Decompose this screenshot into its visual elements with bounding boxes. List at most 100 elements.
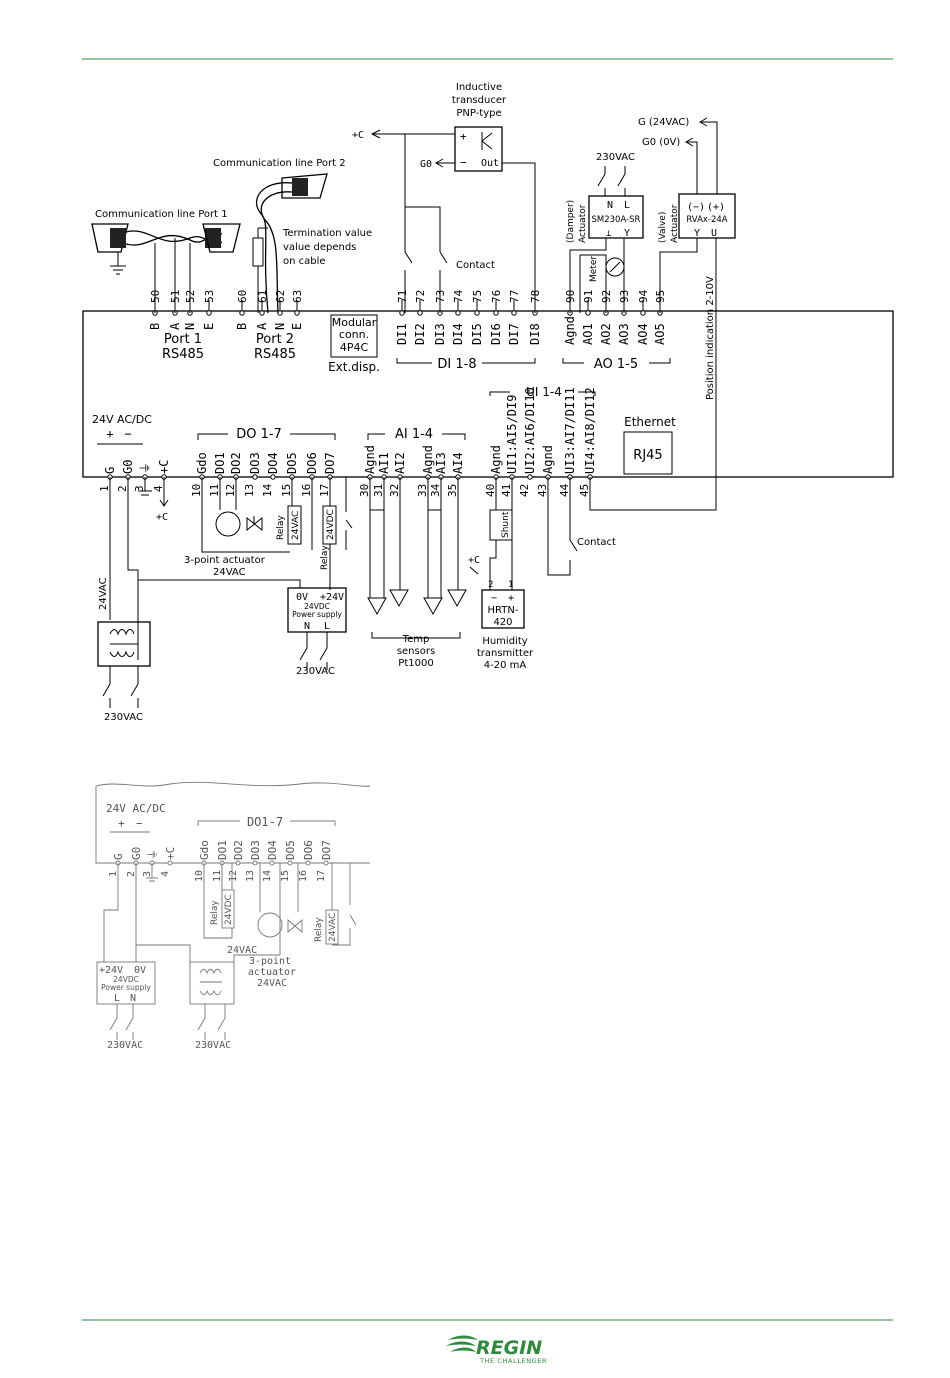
humidity-line3: 4-20 mA xyxy=(484,660,527,671)
g0-label: G0 xyxy=(420,159,432,170)
hrtn-model-2: 420 xyxy=(493,617,512,628)
bottom-terminal-number: 12 xyxy=(224,484,237,497)
shunt-label: Shunt xyxy=(501,511,511,538)
relay-24vdc-text: 24VDC xyxy=(326,509,336,540)
alt-three-point-2: actuator xyxy=(248,967,296,978)
bottom-terminal-number: 15 xyxy=(280,484,293,497)
alt-terminal-label: DO1 xyxy=(216,840,229,860)
bottom-terminal-label: G xyxy=(103,467,117,474)
top-terminal-label: DI7 xyxy=(507,323,521,345)
alt-terminal-number: 13 xyxy=(245,870,256,882)
alt-supply-wires xyxy=(103,863,191,962)
cable2-shield xyxy=(292,178,308,196)
alt-diagram: 24V AC/DC + − DO1-7 G1G02⏚3+C4Gdo10DO111… xyxy=(95,781,371,1051)
supply-plus: + xyxy=(106,427,113,441)
modular-line2: conn. xyxy=(339,328,369,341)
main-diagram: 50B51A52N53E60B61A62N63E71DI172DI273DI37… xyxy=(82,82,894,723)
relay-24vac-box xyxy=(287,505,302,545)
alt-supply-minus: − xyxy=(136,817,143,830)
bottom-terminal-number: 35 xyxy=(446,484,459,497)
top-terminal-label: N xyxy=(183,323,197,330)
di1-contact xyxy=(404,134,413,313)
inductive-line3: PNP-type xyxy=(456,108,501,119)
supply-wires xyxy=(109,477,139,660)
top-terminal-screw xyxy=(640,310,646,316)
top-terminal-label: DI4 xyxy=(451,323,465,345)
top-terminal-label: AO2 xyxy=(599,323,613,345)
alt-terminal-number: 4 xyxy=(160,871,171,877)
bottom-terminal-label: UI2:AI6/DI10 xyxy=(523,387,537,474)
alt-body-outline xyxy=(95,786,370,864)
damper-230vac: 230VAC xyxy=(596,152,635,163)
bottom-terminal-number: 1 xyxy=(98,485,111,492)
di3-contact xyxy=(405,206,448,313)
cable2-end xyxy=(281,173,328,199)
top-terminal-screw xyxy=(239,310,245,316)
bottom-terminal-number: 45 xyxy=(578,484,591,497)
bottom-terminal-number: 40 xyxy=(484,484,497,497)
transformer-230vac: 230VAC xyxy=(104,712,143,723)
damper-model: SM230A-SR xyxy=(592,215,641,225)
bottom-terminal-label: AI3 xyxy=(434,452,448,474)
pin1-label: 1 xyxy=(508,580,513,590)
alt-actuator-wires xyxy=(259,863,299,912)
modular-line1: Modular xyxy=(332,316,377,329)
valve-actuator-box xyxy=(678,193,736,239)
bottom-terminal-number: 17 xyxy=(318,484,331,497)
top-terminal-number: 91 xyxy=(582,290,595,303)
top-terminal-number: 75 xyxy=(471,290,484,303)
ps-power-supply: Power supply xyxy=(292,610,342,619)
bottom-terminal-number: 44 xyxy=(558,483,571,497)
supply-label: 24V AC/DC xyxy=(92,413,152,426)
bottom-terminal-label: G0 xyxy=(121,460,135,474)
alt-terminal-screw xyxy=(252,860,258,866)
bottom-terminal-screw xyxy=(252,474,258,480)
valve-label-1: (Valve) xyxy=(658,212,668,243)
do-group-label: DO 1-7 xyxy=(236,427,282,442)
valve-minus: (−) xyxy=(687,202,705,213)
temp-sensor-icons xyxy=(367,589,467,616)
position-indication: Position indication 2-10V xyxy=(705,276,716,400)
ao-bracket xyxy=(562,358,671,364)
torn-top-edge xyxy=(95,781,371,787)
port1-wires xyxy=(154,238,191,313)
alt-terminal-screw xyxy=(235,860,241,866)
alt-ps-0v: 0V xyxy=(134,965,146,976)
modular-connector xyxy=(330,314,378,358)
controller-body xyxy=(82,310,894,478)
bottom-terminal-label: DO4 xyxy=(266,452,280,474)
bottom-terminal-label: AI2 xyxy=(393,452,407,474)
humidity-plus-c: +C xyxy=(468,555,480,566)
top-terminal-label: B xyxy=(148,323,162,330)
transformer-box xyxy=(97,621,151,667)
di-group-label: DI 1-8 xyxy=(437,357,476,372)
alt-terminal-number: 14 xyxy=(262,870,273,882)
ai-wires-1 xyxy=(369,477,401,598)
top-terminal-label: AO1 xyxy=(581,323,595,345)
hrtn-minus: − xyxy=(491,593,497,604)
valve-plus: (+) xyxy=(707,202,725,213)
bottom-terminal-label: UI1:AI5/DI9 xyxy=(505,395,519,474)
g0-arrow xyxy=(434,158,455,168)
bottom-terminal-label: Agnd xyxy=(363,445,377,474)
alt-terminal-number: 1 xyxy=(108,871,119,877)
three-point-actuator-icon xyxy=(215,511,241,537)
top-terminal-label: B xyxy=(235,323,249,330)
meter-needle xyxy=(609,261,621,273)
alt-terminal-screw xyxy=(269,860,275,866)
shield-right xyxy=(205,228,221,248)
alt-terminal-screw xyxy=(167,860,173,866)
ao-group-label: AO 1-5 xyxy=(594,357,638,372)
top-terminal-screw xyxy=(455,310,461,316)
top-terminal-label: AO5 xyxy=(653,323,667,345)
alt-terminal-number: 16 xyxy=(298,870,309,882)
termination-line3: on cable xyxy=(283,256,326,267)
g-24vac-label: G (24VAC) xyxy=(638,117,689,128)
bottom-terminal-number: 43 xyxy=(536,484,549,497)
transformer-switches xyxy=(102,666,139,708)
bottom-terminal-label: Agnd xyxy=(489,445,503,474)
ps-230vac: 230VAC xyxy=(296,666,335,677)
top-terminal-screw xyxy=(417,310,423,316)
bottom-terminal-number: 41 xyxy=(500,484,513,497)
temp-bracket xyxy=(371,632,461,639)
